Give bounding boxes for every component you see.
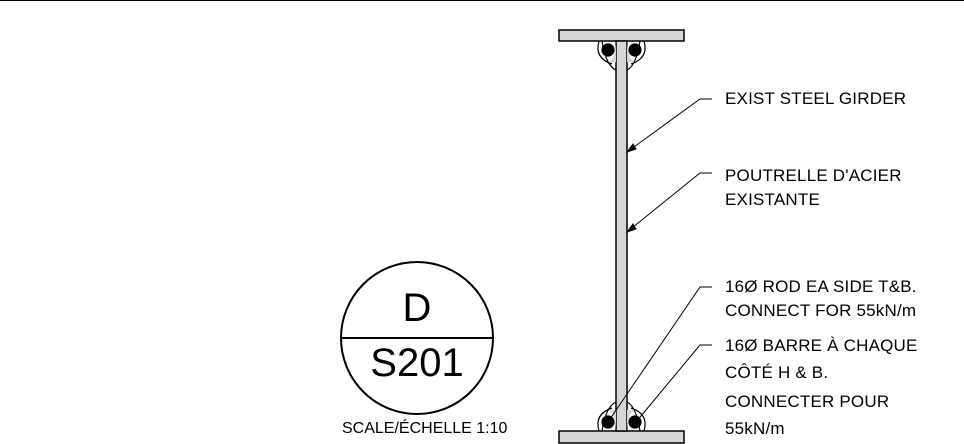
top-flange <box>558 29 685 42</box>
detail-letter: D <box>402 286 432 330</box>
weld-line <box>597 407 613 432</box>
detail-sheet-ref: S201 <box>370 341 464 385</box>
note-rod-fr-line2: CÔTÉ H & B. <box>725 363 829 382</box>
steel-girder <box>558 29 685 444</box>
weld-line <box>630 407 646 432</box>
scale-label: SCALE/ÉCHELLE 1:10 <box>342 420 508 437</box>
bottom-flange <box>558 430 685 444</box>
sheet-border-line <box>0 0 964 1</box>
note-rod-en-line2: CONNECT FOR 55kN/m <box>725 301 917 320</box>
leader-girder-en <box>626 98 712 153</box>
note-girder-fr-line1: POUTRELLE D'ACIER <box>725 166 902 185</box>
rod-top-right <box>628 43 642 57</box>
weld-line <box>630 40 646 65</box>
weld-line <box>626 401 641 432</box>
weld-line <box>601 401 617 432</box>
leader-rod-en <box>607 286 712 423</box>
leader-rod-fr <box>635 344 712 423</box>
note-rod-fr-line1: 16Ø BARRE À CHAQUE <box>725 336 918 355</box>
rod-top-left <box>601 43 615 57</box>
note-rod-fr-line3: CONNECTER POUR <box>725 392 890 411</box>
weld-line <box>626 40 641 71</box>
weld-line <box>597 40 613 65</box>
leader-arrowhead <box>625 223 637 233</box>
girder-web <box>615 40 628 432</box>
leaders <box>607 98 712 423</box>
note-girder-en: EXIST STEEL GIRDER <box>725 89 907 108</box>
note-rod-en-line1: 16Ø ROD EA SIDE T&B. <box>725 277 917 296</box>
note-girder-fr-line2: EXISTANTE <box>725 190 821 209</box>
leader-girder-fr <box>626 172 712 233</box>
note-rod-fr-line4: 55kN/m <box>725 419 785 438</box>
top-rods <box>597 40 646 71</box>
leader-arrowhead <box>625 143 637 153</box>
weld-line <box>601 40 617 71</box>
